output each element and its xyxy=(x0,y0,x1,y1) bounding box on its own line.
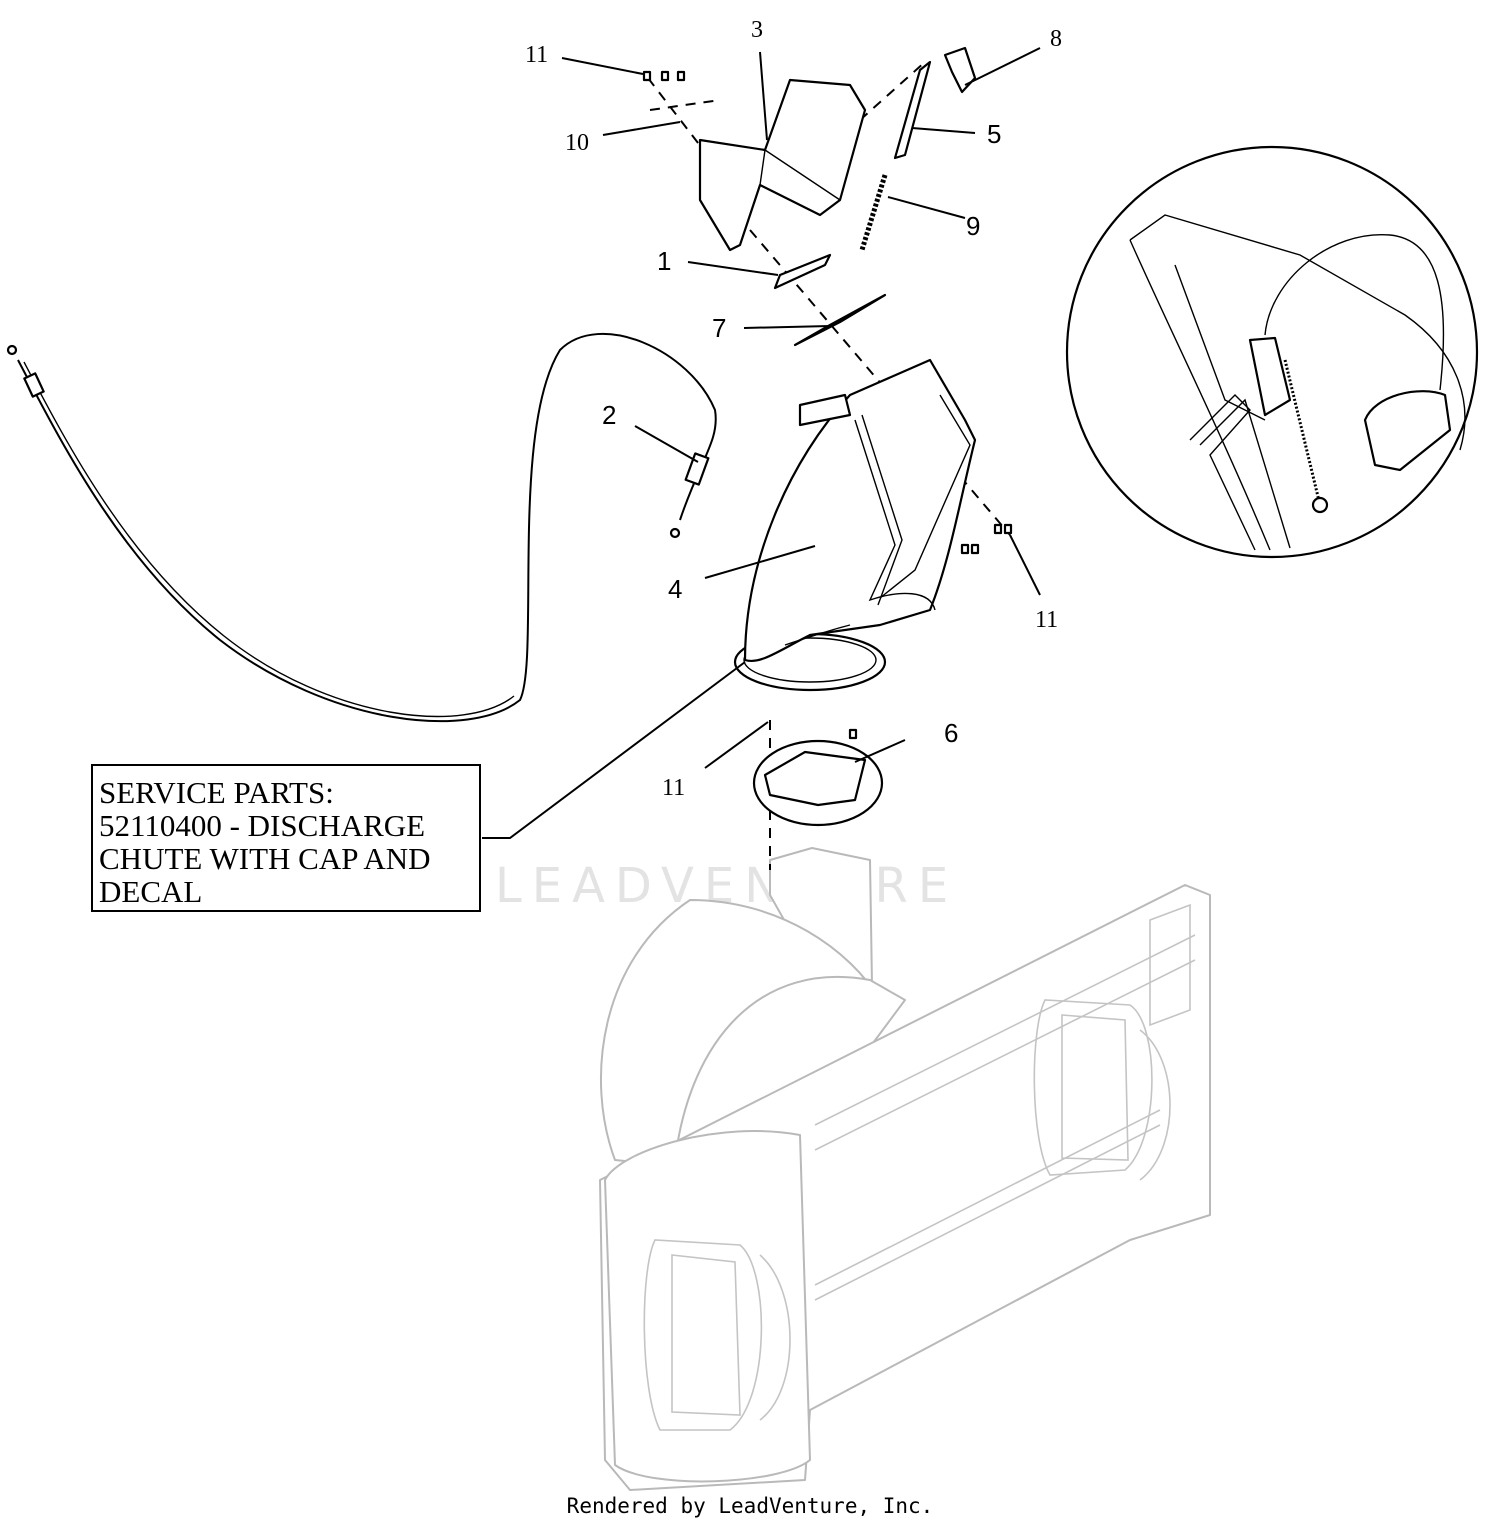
control-cable xyxy=(6,332,717,723)
auger-housing xyxy=(599,847,1211,1491)
callout-labels: 11 3 8 10 5 9 1 7 2 4 11 6 11 xyxy=(525,17,1062,801)
callout-11-bottom: 11 xyxy=(662,775,685,801)
detail-inset xyxy=(1065,145,1479,559)
callout-7: 7 xyxy=(712,313,726,343)
callout-11-top: 11 xyxy=(525,42,548,68)
service-note-line: 52110400 - DISCHARGE xyxy=(99,808,426,843)
callout-9: 9 xyxy=(966,211,980,241)
deflector-bracket xyxy=(773,253,887,347)
callout-8: 8 xyxy=(1050,26,1062,52)
callout-10: 10 xyxy=(565,130,589,156)
hardware-nuts xyxy=(642,70,1013,740)
callout-3: 3 xyxy=(751,17,763,43)
callout-6: 6 xyxy=(944,718,958,748)
spring xyxy=(859,174,888,251)
discharge-chute xyxy=(733,358,977,692)
service-note-line: SERVICE PARTS: xyxy=(99,775,334,810)
leader-lines xyxy=(482,47,1041,839)
service-parts-note: SERVICE PARTS: 52110400 - DISCHARGE CHUT… xyxy=(91,764,481,912)
callout-5: 5 xyxy=(987,119,1001,149)
callout-1: 1 xyxy=(657,246,671,276)
callout-2: 2 xyxy=(602,400,616,430)
footer-credit: Rendered by LeadVenture, Inc. xyxy=(566,1494,934,1518)
service-note-line: DECAL xyxy=(99,874,203,909)
callout-4: 4 xyxy=(668,574,682,604)
pivot-pin-and-clip xyxy=(893,46,977,160)
chute-base-ring xyxy=(752,739,884,827)
deflector-cap xyxy=(698,78,867,252)
callout-11-right: 11 xyxy=(1035,607,1058,633)
service-note-line: CHUTE WITH CAP AND xyxy=(99,841,431,876)
